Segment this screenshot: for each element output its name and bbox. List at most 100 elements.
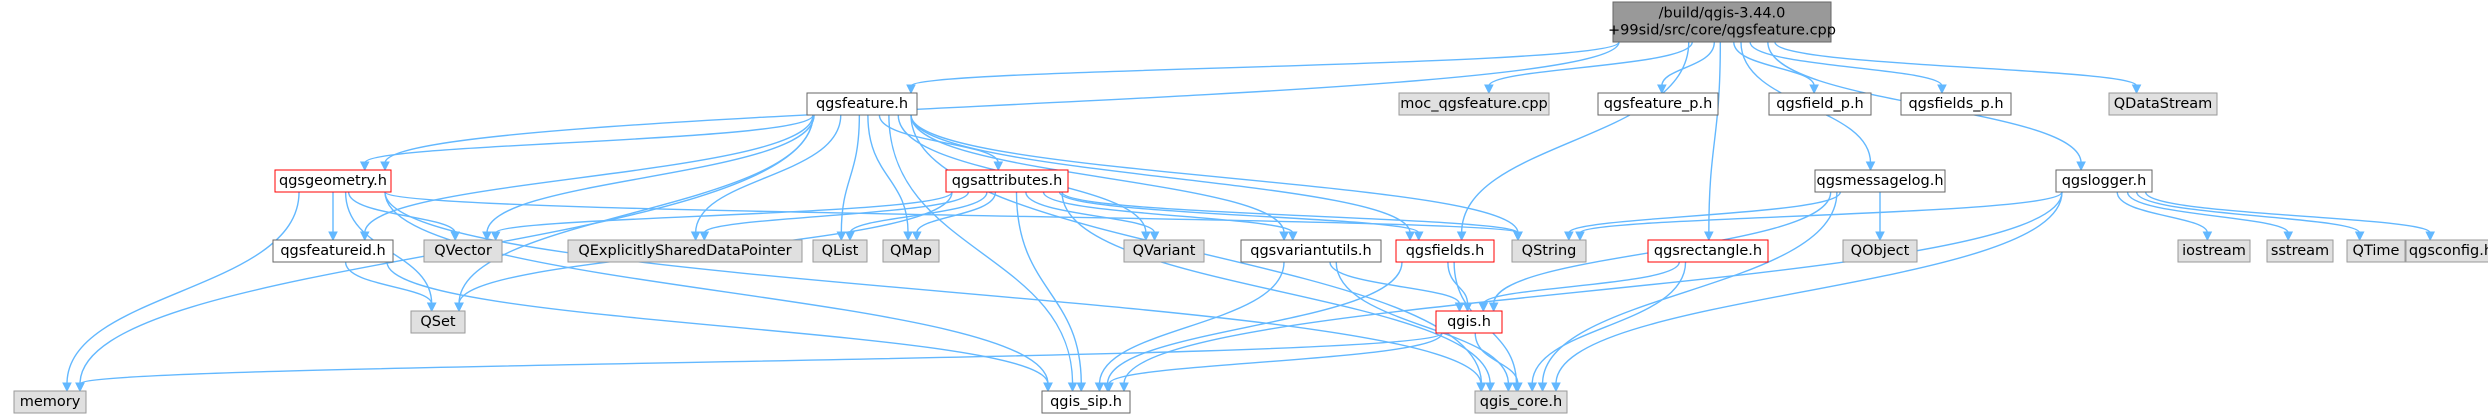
edge-line	[878, 114, 999, 164]
node-qgis-h[interactable]: qgis.h	[1435, 310, 1503, 334]
edge-qgslogger_h-to-qtime	[2135, 191, 2365, 242]
edge-arrowhead	[359, 161, 370, 172]
node-label: qgsfeature_p.h	[1604, 96, 1713, 112]
edge-arrowhead	[1413, 231, 1424, 242]
node-qgis-sip-h[interactable]: qgis_sip.h	[1041, 390, 1131, 414]
node-qgslogger-h[interactable]: qgslogger.h	[2055, 169, 2153, 193]
edge-qgsvariantutils_h-to-qgis_core_h	[1335, 261, 1514, 393]
node-label: qgsgeometry.h	[279, 173, 387, 189]
node-qgsrectangle-h[interactable]: qgsrectangle.h	[1647, 239, 1769, 263]
edge-qgsrectangle_h-to-qgis_core_h	[1527, 261, 1687, 393]
edge-line	[916, 191, 997, 234]
edge-qgis_h-to-qgis_sip_h	[1104, 332, 1443, 393]
node-qgsmessagelog-h[interactable]: qgsmessagelog.h	[1814, 169, 1946, 193]
edge-qgsmessagelog_h-to-qobject	[1875, 192, 1885, 242]
edge-line	[1541, 191, 1838, 385]
node-qgsfeature-h[interactable]: qgsfeature.h	[806, 92, 918, 116]
node-qgsfields-p-h[interactable]: qgsfields_p.h	[1900, 92, 2012, 116]
edge-arrowhead	[2354, 231, 2365, 242]
node-box	[410, 310, 466, 334]
node-box	[1842, 239, 1918, 263]
edge-arrowhead	[1564, 231, 1574, 242]
edge-line	[347, 191, 456, 234]
edge-arrowhead	[75, 382, 85, 393]
edge-arrowhead	[1043, 382, 1053, 393]
edge-arrowhead	[1104, 382, 1114, 393]
node-label: qgis.h	[1447, 314, 1491, 330]
edge-line	[66, 191, 300, 385]
edge-line	[1749, 41, 1943, 87]
node-qgsfeatureid-h[interactable]: qgsfeatureid.h	[272, 239, 394, 263]
edge-qgsattributes_h-to-qgis_sip_h	[1015, 191, 1087, 393]
edge-arrowhead	[1527, 382, 1538, 393]
node-box	[882, 239, 940, 263]
node-qgsfield-p-h[interactable]: qgsfield_p.h	[1768, 92, 1872, 116]
node-box	[945, 169, 1069, 193]
edge-line	[494, 191, 953, 234]
node-qgsfields-h[interactable]: qgsfields.h	[1395, 239, 1495, 263]
node-box	[13, 390, 87, 414]
edge-line	[1335, 261, 1510, 385]
node-qmap: QMap	[882, 239, 940, 263]
edge-line	[364, 114, 814, 164]
node-box	[272, 239, 394, 263]
node-qgsgeometry-h[interactable]: qgsgeometry.h	[274, 169, 392, 193]
node-label: qgsmessagelog.h	[1816, 173, 1943, 189]
edge-line	[384, 191, 1049, 385]
edge-arrowhead	[1076, 382, 1087, 393]
node-root[interactable]: /build/qgis-3.44.0+99sid/src/core/qgsfea…	[1608, 1, 1836, 43]
node-moc-qgsfeature-cpp: moc_qgsfeature.cpp	[1398, 92, 1550, 116]
edge-arrowhead	[1537, 382, 1548, 393]
edge-line	[1042, 191, 1294, 234]
node-label: qgis_core.h	[1480, 394, 1562, 410]
node-box	[1612, 1, 1832, 43]
edge-qgsattributes_h-to-qvector	[490, 191, 953, 242]
edge-line	[1061, 191, 1491, 385]
edge-qgsvariantutils_h-to-qgis_h	[1329, 261, 1465, 313]
edge-line	[1123, 191, 2063, 385]
edge-arrowhead	[1575, 231, 1585, 242]
edge-root-to-qdatastream	[1774, 41, 2142, 95]
edge-arrowhead	[690, 231, 701, 242]
node-box	[1900, 92, 2012, 116]
edge-qgsattributes_h-to-qvariant	[1025, 191, 1160, 242]
edge-root-to-qgsfield_p_h	[1733, 41, 1819, 95]
edge-qgsgeometry_h-to-qgis_core_h	[384, 191, 1486, 393]
edge-line	[1108, 332, 1443, 385]
edge-root-to-qgsgeometry_h	[380, 41, 1620, 172]
node-box	[1647, 239, 1769, 263]
edge-line	[1460, 41, 1690, 234]
edge-arrowhead	[1067, 382, 1078, 393]
edge-line	[910, 114, 1519, 234]
edge-line	[1061, 191, 1519, 234]
edge-qgsfeature_h-to-qvector	[482, 114, 815, 242]
edge-arrowhead	[1141, 231, 1151, 242]
edge-root-to-qgsfeature_p_h	[1657, 41, 1716, 95]
node-qgsfeature-p-h[interactable]: qgsfeature_p.h	[1597, 92, 1719, 116]
node-qgsattributes-h[interactable]: qgsattributes.h	[945, 169, 1069, 193]
edge-arrowhead	[1405, 231, 1415, 242]
edge-line	[1531, 261, 1687, 385]
edge-qgsfeatureid_h-to-qset	[344, 261, 437, 313]
edge-qgsmessagelog_h-to-qgis_core_h	[1537, 191, 1838, 393]
edge-line	[1474, 332, 1519, 385]
edge-arrowhead	[1875, 231, 1885, 242]
edge-line	[1058, 191, 1420, 234]
edge-arrowhead	[2425, 231, 2435, 242]
node-qgsvariantutils-h[interactable]: qgsvariantutils.h	[1240, 239, 1382, 263]
node-label: QObject	[1851, 243, 1910, 259]
edge-line	[1447, 261, 1469, 305]
node-box	[423, 239, 503, 263]
edge-qgslogger_h-to-qgsconfig_h	[2144, 191, 2435, 242]
edge-arrowhead	[454, 302, 464, 313]
node-box	[1395, 239, 1495, 263]
edge-qgslogger_h-to-qstring	[1575, 191, 2063, 242]
edge-line	[79, 332, 1443, 385]
edge-line	[840, 114, 861, 234]
node-label: QMap	[890, 243, 932, 259]
edge-line	[1098, 261, 1285, 385]
edge-line	[867, 114, 909, 234]
edge-line	[1579, 191, 2063, 234]
node-qgsconfig-h: qgsconfig.h	[2405, 239, 2488, 263]
node-box	[806, 92, 918, 116]
